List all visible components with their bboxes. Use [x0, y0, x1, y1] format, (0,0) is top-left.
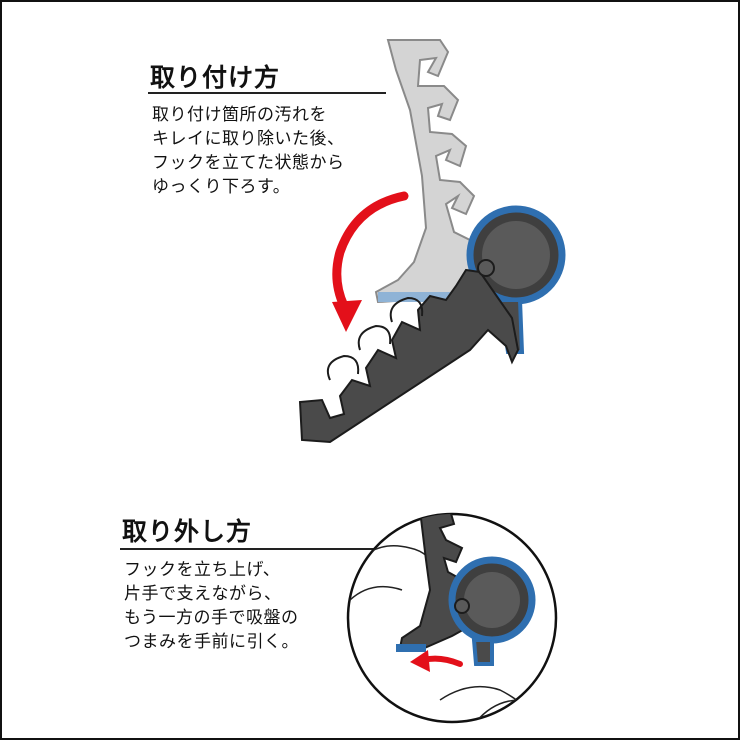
inset-suction-face	[464, 572, 520, 628]
remove-line-3: もう一方の手で吸盤の	[124, 608, 299, 628]
inset-suction-tab	[471, 638, 494, 666]
suction-cup-face	[482, 221, 550, 289]
install-line-1: 取り付け箇所の汚れを	[152, 105, 327, 125]
install-instructions: 取り付け箇所の汚れを キレイに取り除いた後、 フックを立てた状態から ゆっくり下…	[152, 103, 345, 199]
lowering-arrow	[332, 191, 409, 332]
remove-heading: 取り外し方	[122, 517, 253, 546]
remove-line-1: フックを立ち上げ、	[124, 560, 281, 580]
ghost-hook-upright	[374, 39, 479, 304]
remove-line-4: つまみを手前に引く。	[124, 632, 299, 652]
install-heading-rule	[148, 92, 386, 94]
remove-heading-rule	[120, 548, 405, 550]
install-line-2: キレイに取り除いた後、	[152, 129, 345, 149]
dark-hook-lowered	[298, 259, 520, 444]
remove-line-2: 片手で支えながら、	[124, 584, 282, 604]
hook-pivot	[477, 259, 495, 277]
install-line-4: ゆっくり下ろす。	[152, 177, 291, 197]
remove-instructions: フックを立ち上げ、 片手で支えながら、 もう一方の手で吸盤の つまみを手前に引く…	[124, 558, 299, 654]
install-heading: 取り付け方	[150, 63, 281, 92]
install-line-3: フックを立てた状態から	[152, 153, 345, 173]
